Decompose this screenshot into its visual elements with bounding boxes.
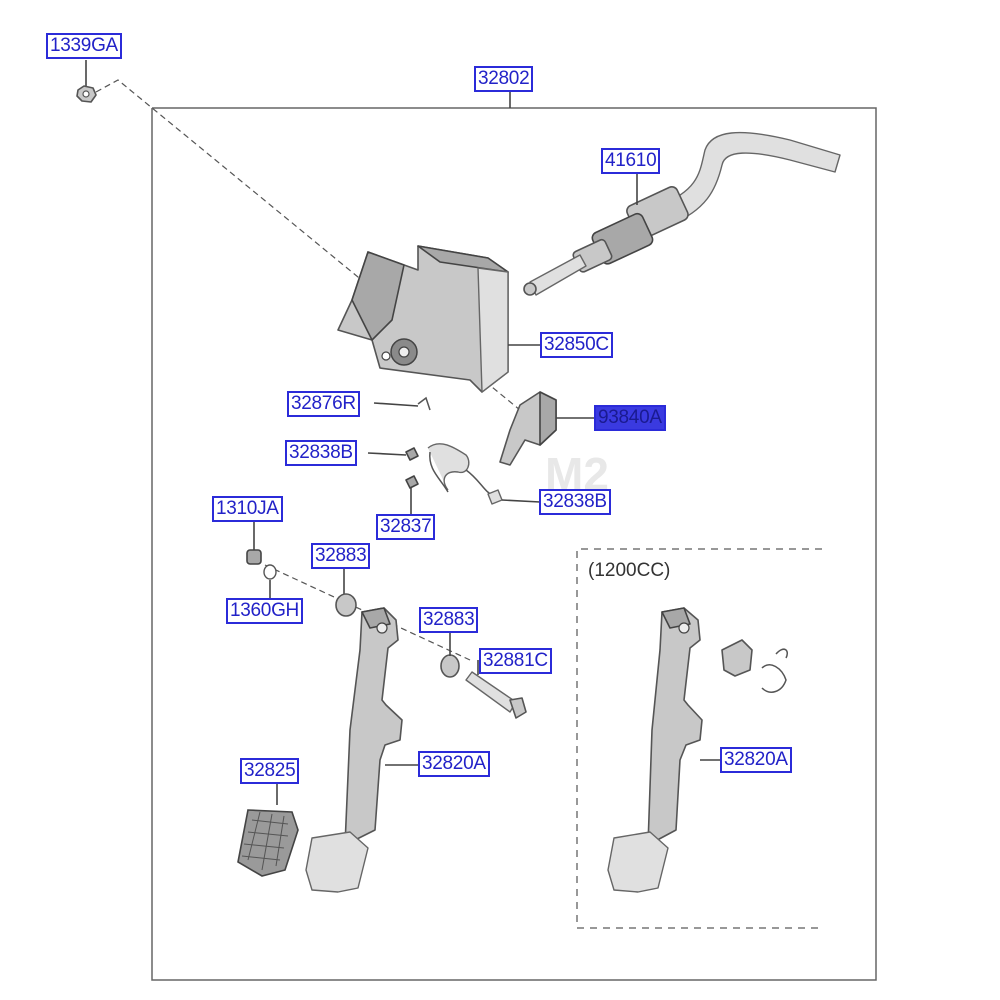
label-32881C[interactable]: 32881C (479, 648, 552, 674)
nut-part (76, 60, 97, 103)
variant-frame (576, 548, 822, 929)
label-32825[interactable]: 32825 (240, 758, 300, 784)
label-93840A[interactable]: 93840A (594, 405, 666, 431)
label-32838B-lower[interactable]: 32838B (539, 489, 611, 515)
master-cylinder-part (523, 131, 841, 296)
bushing-parts (246, 521, 460, 678)
label-32876R[interactable]: 32876R (287, 391, 360, 417)
variant-caption: (1200CC) (588, 560, 671, 581)
assembly-frame (151, 92, 877, 981)
variant-pedal-part (607, 607, 788, 893)
label-32883-right[interactable]: 32883 (419, 607, 479, 633)
clip-spring-part (367, 443, 541, 514)
label-32820A-variant[interactable]: 32820A (720, 747, 792, 773)
pedal-pad-part (237, 783, 299, 877)
label-1360GH[interactable]: 1360GH (226, 598, 303, 624)
label-32883-left[interactable]: 32883 (311, 543, 371, 569)
label-32820A-main[interactable]: 32820A (418, 751, 490, 777)
label-32837[interactable]: 32837 (376, 514, 436, 540)
label-41610[interactable]: 41610 (601, 148, 661, 174)
label-32838B-upper[interactable]: 32838B (285, 440, 357, 466)
switch-part (499, 391, 596, 466)
label-1339GA[interactable]: 1339GA (46, 33, 122, 59)
label-1310JA[interactable]: 1310JA (212, 496, 283, 522)
bolt-part (465, 660, 527, 719)
pin-part (373, 396, 431, 411)
label-32850C[interactable]: 32850C (540, 332, 613, 358)
pedal-arm-part (305, 607, 420, 893)
label-32802[interactable]: 32802 (474, 66, 534, 92)
pedal-bracket-part (337, 245, 542, 393)
